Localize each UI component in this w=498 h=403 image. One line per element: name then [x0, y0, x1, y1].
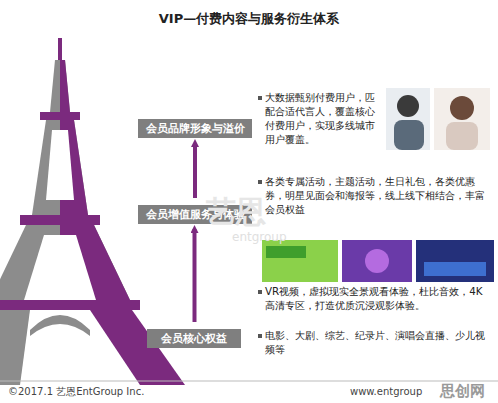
banner-images [262, 240, 494, 282]
bullet-text: 各类专属活动，主题活动，生日礼包，各类优惠券，明星见面会和海报等，线上线下相结合… [265, 174, 491, 216]
tier-label: 会员品牌形象与溢价 [146, 122, 245, 136]
up-arrow [193, 143, 197, 198]
watermark: entgroup [232, 230, 287, 244]
bullet-text: 大数据甄别付费用户，匹配合适代言人，覆盖核心付费用户，实现多线城市用户覆盖。 [265, 90, 383, 146]
tier-label: 会员核心权益 [161, 332, 227, 346]
tier-box: 会员核心权益 [147, 329, 241, 348]
footer-url: www.entgroup [350, 385, 422, 399]
bullet-text: 电影、大剧、综艺、纪录片、演唱会直播、少儿视频等 [265, 328, 491, 356]
diagram-title: VIP—付费内容与服务衍生体系 [0, 10, 498, 28]
bullet-text: VR视频，虚拟现实全景观看体验，杜比音效，4K高清专区，打造优质沉浸观影体验。 [265, 284, 491, 312]
watermark: 艺恩 [206, 196, 266, 228]
footer-copyright: ©2017.1 艺恩EntGroup Inc. [8, 385, 144, 399]
tier-box: 会员品牌形象与溢价 [138, 119, 252, 138]
photo-placeholders [386, 88, 490, 150]
up-arrow [193, 229, 197, 322]
watermark: 思创网 [440, 382, 485, 400]
footer-rule [0, 381, 498, 382]
